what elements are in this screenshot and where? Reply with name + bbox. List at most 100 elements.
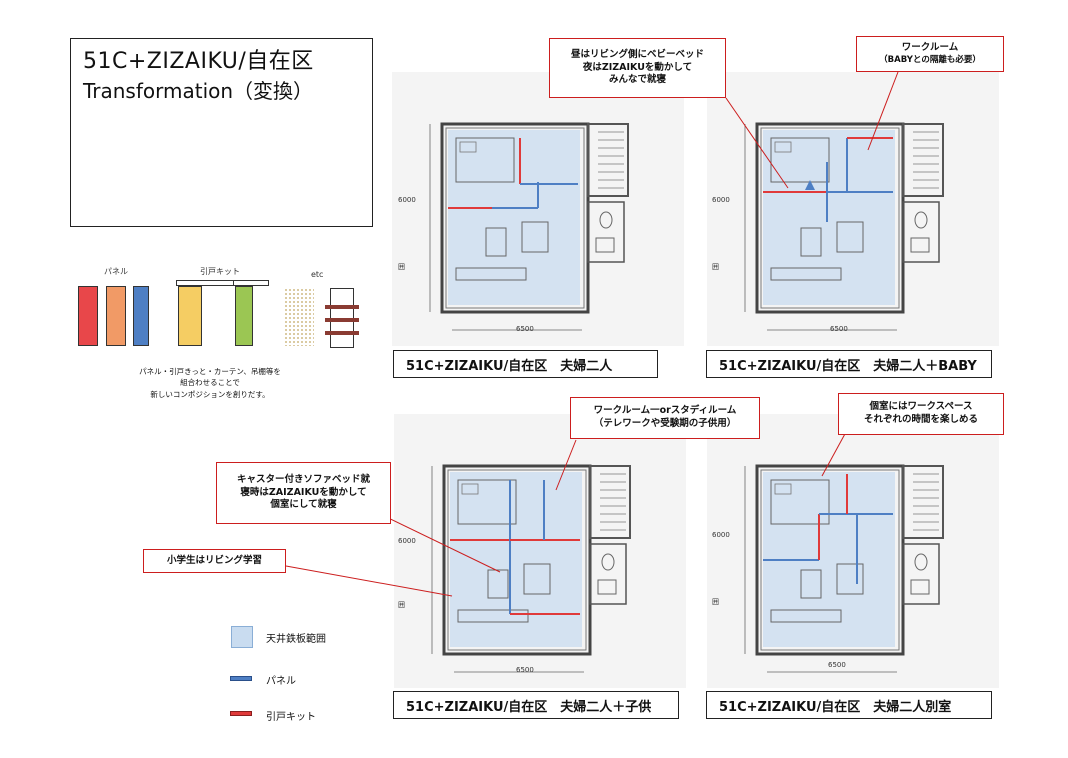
plan-3-dim-width: 6500: [516, 666, 534, 674]
kitchen-counter: [457, 609, 529, 623]
toilet-icon: [599, 211, 613, 229]
parts-note-line: 組合わせることで: [180, 378, 240, 388]
callout-line: [821, 431, 847, 477]
plan-1-dim-height: 6000: [398, 196, 416, 204]
table-icon: [836, 563, 864, 595]
table-icon: [521, 221, 549, 253]
stair-block: [902, 123, 944, 197]
toilet-icon: [601, 553, 615, 571]
bed-icon: [770, 137, 830, 183]
pillow-icon: [459, 141, 477, 153]
bath-block: [902, 201, 940, 263]
pillow-icon: [774, 141, 792, 153]
plan-3-scale-mark: 囲: [398, 601, 405, 609]
bath-block: [587, 201, 625, 263]
kitchen-counter: [770, 609, 842, 623]
floor-plan-3: [394, 414, 686, 688]
plan-2-dim-width: 6500: [830, 325, 848, 333]
ceiling-label: 天井鉄板範囲: [266, 634, 326, 645]
parts-note: パネル・引戸きっと・カーテン、吊棚等を 組合わせることで 新しいコンポジションを…: [120, 366, 300, 400]
inner-wall: [760, 127, 900, 309]
callout-line: [867, 71, 899, 151]
callout-baby-sleep: 昼はリビング側にベビーベッド 夜はZIZAIKUを動かして みんなで就寝: [549, 38, 726, 98]
sliding-swatch-yellow: [178, 286, 202, 346]
panel-line-label: パネル: [266, 676, 296, 687]
inner-wall: [445, 127, 585, 309]
plan-2-label: 51C+ZIZAIKU/自在区 夫婦二人＋BABY: [706, 350, 992, 378]
sink-icon: [910, 237, 930, 253]
callout-workroom: ワークルーム （BABYとの隔離も必要）: [856, 36, 1004, 72]
plan-4-scale-mark: 囲: [712, 598, 719, 606]
table-icon: [523, 563, 551, 595]
floor-plan-4: [707, 414, 999, 688]
parts-note-line: パネル・引戸きっと・カーテン、吊棚等を: [139, 367, 281, 376]
callout-study: ワークルーム一orスタディルーム （テレワークや受験期の子供用）: [570, 397, 760, 439]
parts-note-line: 新しいコンポジションを創りだす。: [150, 389, 270, 399]
floor-plan-2: [707, 72, 999, 346]
callout-line: [725, 97, 789, 189]
stair-block: [589, 465, 631, 539]
plan-4-label: 51C+ZIZAIKU/自在区 夫婦二人別室: [706, 691, 992, 719]
callout-line-text: みんなで就寝: [608, 74, 666, 86]
sink-icon: [595, 237, 615, 253]
bath-block: [902, 543, 940, 605]
plan-4-dim-width: 6500: [828, 661, 846, 669]
sliding-swatch-green: [235, 286, 253, 346]
floor-plan-1: [392, 72, 684, 346]
bed-icon: [455, 137, 515, 183]
pillow-icon: [461, 483, 479, 495]
callout-line: [555, 439, 577, 491]
sofa-icon: [487, 569, 509, 599]
callout-line-text: キャスター付きソファベッド就: [236, 473, 370, 485]
sofa-icon: [485, 227, 507, 257]
callout-living-study: 小学生はリビング学習: [143, 549, 286, 573]
plan-3-dim-height: 6000: [398, 537, 416, 545]
panel-swatch-orange: [106, 286, 126, 346]
title-line2: Transformation（変換）: [83, 79, 314, 103]
sink-icon: [910, 579, 930, 595]
sink-icon: [597, 579, 617, 595]
plan-2-dim-height: 6000: [712, 196, 730, 204]
callout-line-text: 夜はZIZAIKUを動かして: [582, 61, 693, 73]
title-box: 51C+ZIZAIKU/自在区 Transformation（変換）: [70, 38, 373, 227]
inner-wall: [447, 469, 587, 651]
callout-line: [285, 565, 453, 597]
sliding-line-swatch: [230, 711, 252, 716]
table-icon: [836, 221, 864, 253]
inner-wall: [760, 469, 900, 651]
stair-block: [902, 465, 944, 539]
etc-legend-label: etc: [311, 270, 324, 279]
callout-sofa-bed: キャスター付きソファベッド就 寝時はZAIZAIKUを動かして 個室にして就寝: [216, 462, 391, 524]
bed-icon: [770, 479, 830, 525]
sliding-rail-2: [233, 280, 269, 286]
panel-swatch-blue: [133, 286, 149, 346]
callout-line-text: （テレワークや受験期の子供用）: [593, 418, 737, 429]
callout-line-text: 個室にはワークスペース: [869, 401, 973, 413]
plan-3-label: 51C+ZIZAIKU/自在区 夫婦二人＋子供: [393, 691, 679, 719]
bed-icon: [457, 479, 517, 525]
plan-1-dim-width: 6500: [516, 325, 534, 333]
sofa-icon: [800, 569, 822, 599]
plan-4-dim-height: 6000: [712, 531, 730, 539]
callout-private-rooms: 個室にはワークスペース それぞれの時間を楽しめる: [838, 393, 1004, 435]
title-line1: 51C+ZIZAIKU/自在区: [83, 49, 314, 74]
sliding-legend-label: 引戸キット: [200, 267, 240, 276]
toilet-icon: [914, 553, 928, 571]
callout-line-text: （BABYとの隔離も必要）: [879, 54, 981, 65]
callout-line-text: 個室にして就寝: [270, 499, 337, 511]
move-arrow-icon: [805, 180, 815, 190]
plan-1-scale-mark: 囲: [398, 263, 405, 271]
kitchen-counter: [455, 267, 527, 281]
callout-line-text: ワークルーム: [901, 41, 959, 53]
toilet-icon: [914, 211, 928, 229]
callout-line-text: それぞれの時間を楽しめる: [863, 414, 978, 425]
plan-1-label: 51C+ZIZAIKU/自在区 夫婦二人: [393, 350, 658, 378]
callout-line-text: 小学生はリビング学習: [166, 554, 262, 566]
sofa-icon: [800, 227, 822, 257]
panel-swatch-red: [78, 286, 98, 346]
callout-line-text: ワークルーム一orスタディルーム: [593, 405, 737, 417]
callout-line-text: 昼はリビング側にベビーベッド: [570, 48, 704, 60]
stair-block: [587, 123, 629, 197]
shelf-swatch: [325, 288, 359, 348]
